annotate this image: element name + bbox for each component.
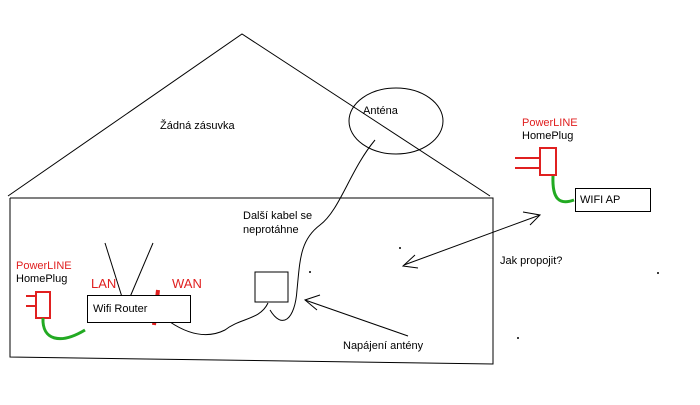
wifi-ap-box: WIFI AP	[575, 188, 651, 212]
connect-arrow-line	[403, 214, 541, 266]
dot	[399, 247, 401, 249]
cable-note-line-1: Další kabel se	[243, 210, 313, 222]
router-antenna-left	[104, 242, 123, 298]
power-arrow-line	[304, 299, 409, 337]
router-cable	[169, 302, 269, 335]
antenna-power-label: Napájení antény	[343, 340, 424, 352]
wifi-router-label: Wifi Router	[93, 303, 148, 315]
powerline-left-label-1: PowerLINE	[16, 260, 72, 272]
powerline-left-label-2: HomePlug	[16, 273, 68, 285]
no-outlet-label: Žádná zásuvka	[160, 120, 235, 132]
wan-label: WAN	[172, 276, 202, 291]
connect-arrow-head-left	[401, 254, 419, 269]
antenna-cable	[269, 139, 376, 321]
antenna-power-box	[254, 271, 289, 303]
dot	[657, 272, 659, 274]
lan-label: LAN	[91, 276, 117, 291]
wifi-ap-label: WIFI AP	[580, 194, 621, 206]
antenna-label: Anténa	[363, 105, 398, 117]
connect-arrow-head-right	[522, 211, 542, 226]
router-antenna-right	[129, 242, 154, 298]
green-cable-left	[41, 317, 86, 340]
house-roof	[7, 33, 491, 197]
powerline-right-icon	[515, 147, 557, 176]
question-label: Jak propojit?	[500, 255, 563, 267]
cable-note-line-2: neprotáhne	[243, 224, 299, 236]
dot	[309, 271, 311, 273]
house-walls	[9, 197, 494, 365]
powerline-right-label-1: PowerLINE	[522, 117, 578, 129]
power-arrow-head	[303, 294, 321, 311]
powerline-right-label-2: HomePlug	[522, 130, 574, 142]
wifi-router-box: Wifi Router	[87, 295, 191, 323]
dot	[517, 337, 519, 339]
antenna-ellipse	[348, 87, 444, 155]
powerline-left-icon	[26, 291, 51, 319]
green-cable-right	[551, 175, 575, 204]
